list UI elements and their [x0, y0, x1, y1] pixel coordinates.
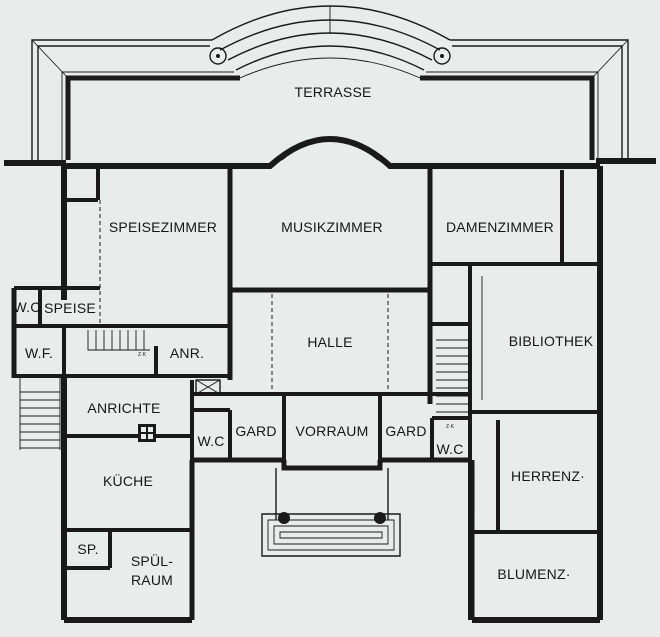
speise-label: SPEISE — [44, 300, 96, 316]
bibliothek-label: BIBLIOTHEK — [509, 333, 594, 349]
terrace: TERRASSE — [31, 5, 629, 160]
spuel-label: SPÜL- — [131, 552, 173, 569]
zk-left-label: Z·K — [138, 352, 147, 358]
musikzimmer-label: MUSIKZIMMER — [281, 219, 383, 235]
interior-walls — [14, 166, 600, 620]
damenzimmer-label: DAMENZIMMER — [446, 219, 554, 235]
zk-right-label: Z·K — [446, 424, 455, 430]
window-marks — [61, 163, 603, 623]
raum-label: RAUM — [131, 572, 173, 588]
wc-left-label: W.C — [197, 433, 224, 449]
room-labels: SPEISEZIMMER MUSIKZIMMER DAMENZIMMER W.C… — [13, 219, 593, 588]
anr-label: ANR. — [170, 345, 204, 361]
gard-right-label: GARD — [385, 423, 426, 439]
wf-label: W.F. — [25, 345, 53, 361]
wc-right-label: W.C — [436, 441, 463, 457]
speisezimmer-label: SPEISEZIMMER — [109, 219, 217, 235]
halle-label: HALLE — [307, 334, 352, 350]
vorraum-label: VORRAUM — [296, 423, 369, 439]
wc-top-label: W.C — [13, 299, 40, 315]
kueche-label: KÜCHE — [103, 472, 153, 489]
gard-left-label: GARD — [235, 423, 276, 439]
house-walls — [11, 136, 603, 623]
ground-line — [4, 158, 656, 166]
blumenz-label: BLUMENZ· — [497, 566, 570, 582]
herrenz-label: HERRENZ· — [511, 468, 585, 484]
terrasse-label: TERRASSE — [294, 84, 371, 100]
anrichte-label: ANRICHTE — [87, 400, 160, 416]
sp-label: SP. — [77, 541, 98, 557]
exterior-stairs — [19, 378, 401, 557]
